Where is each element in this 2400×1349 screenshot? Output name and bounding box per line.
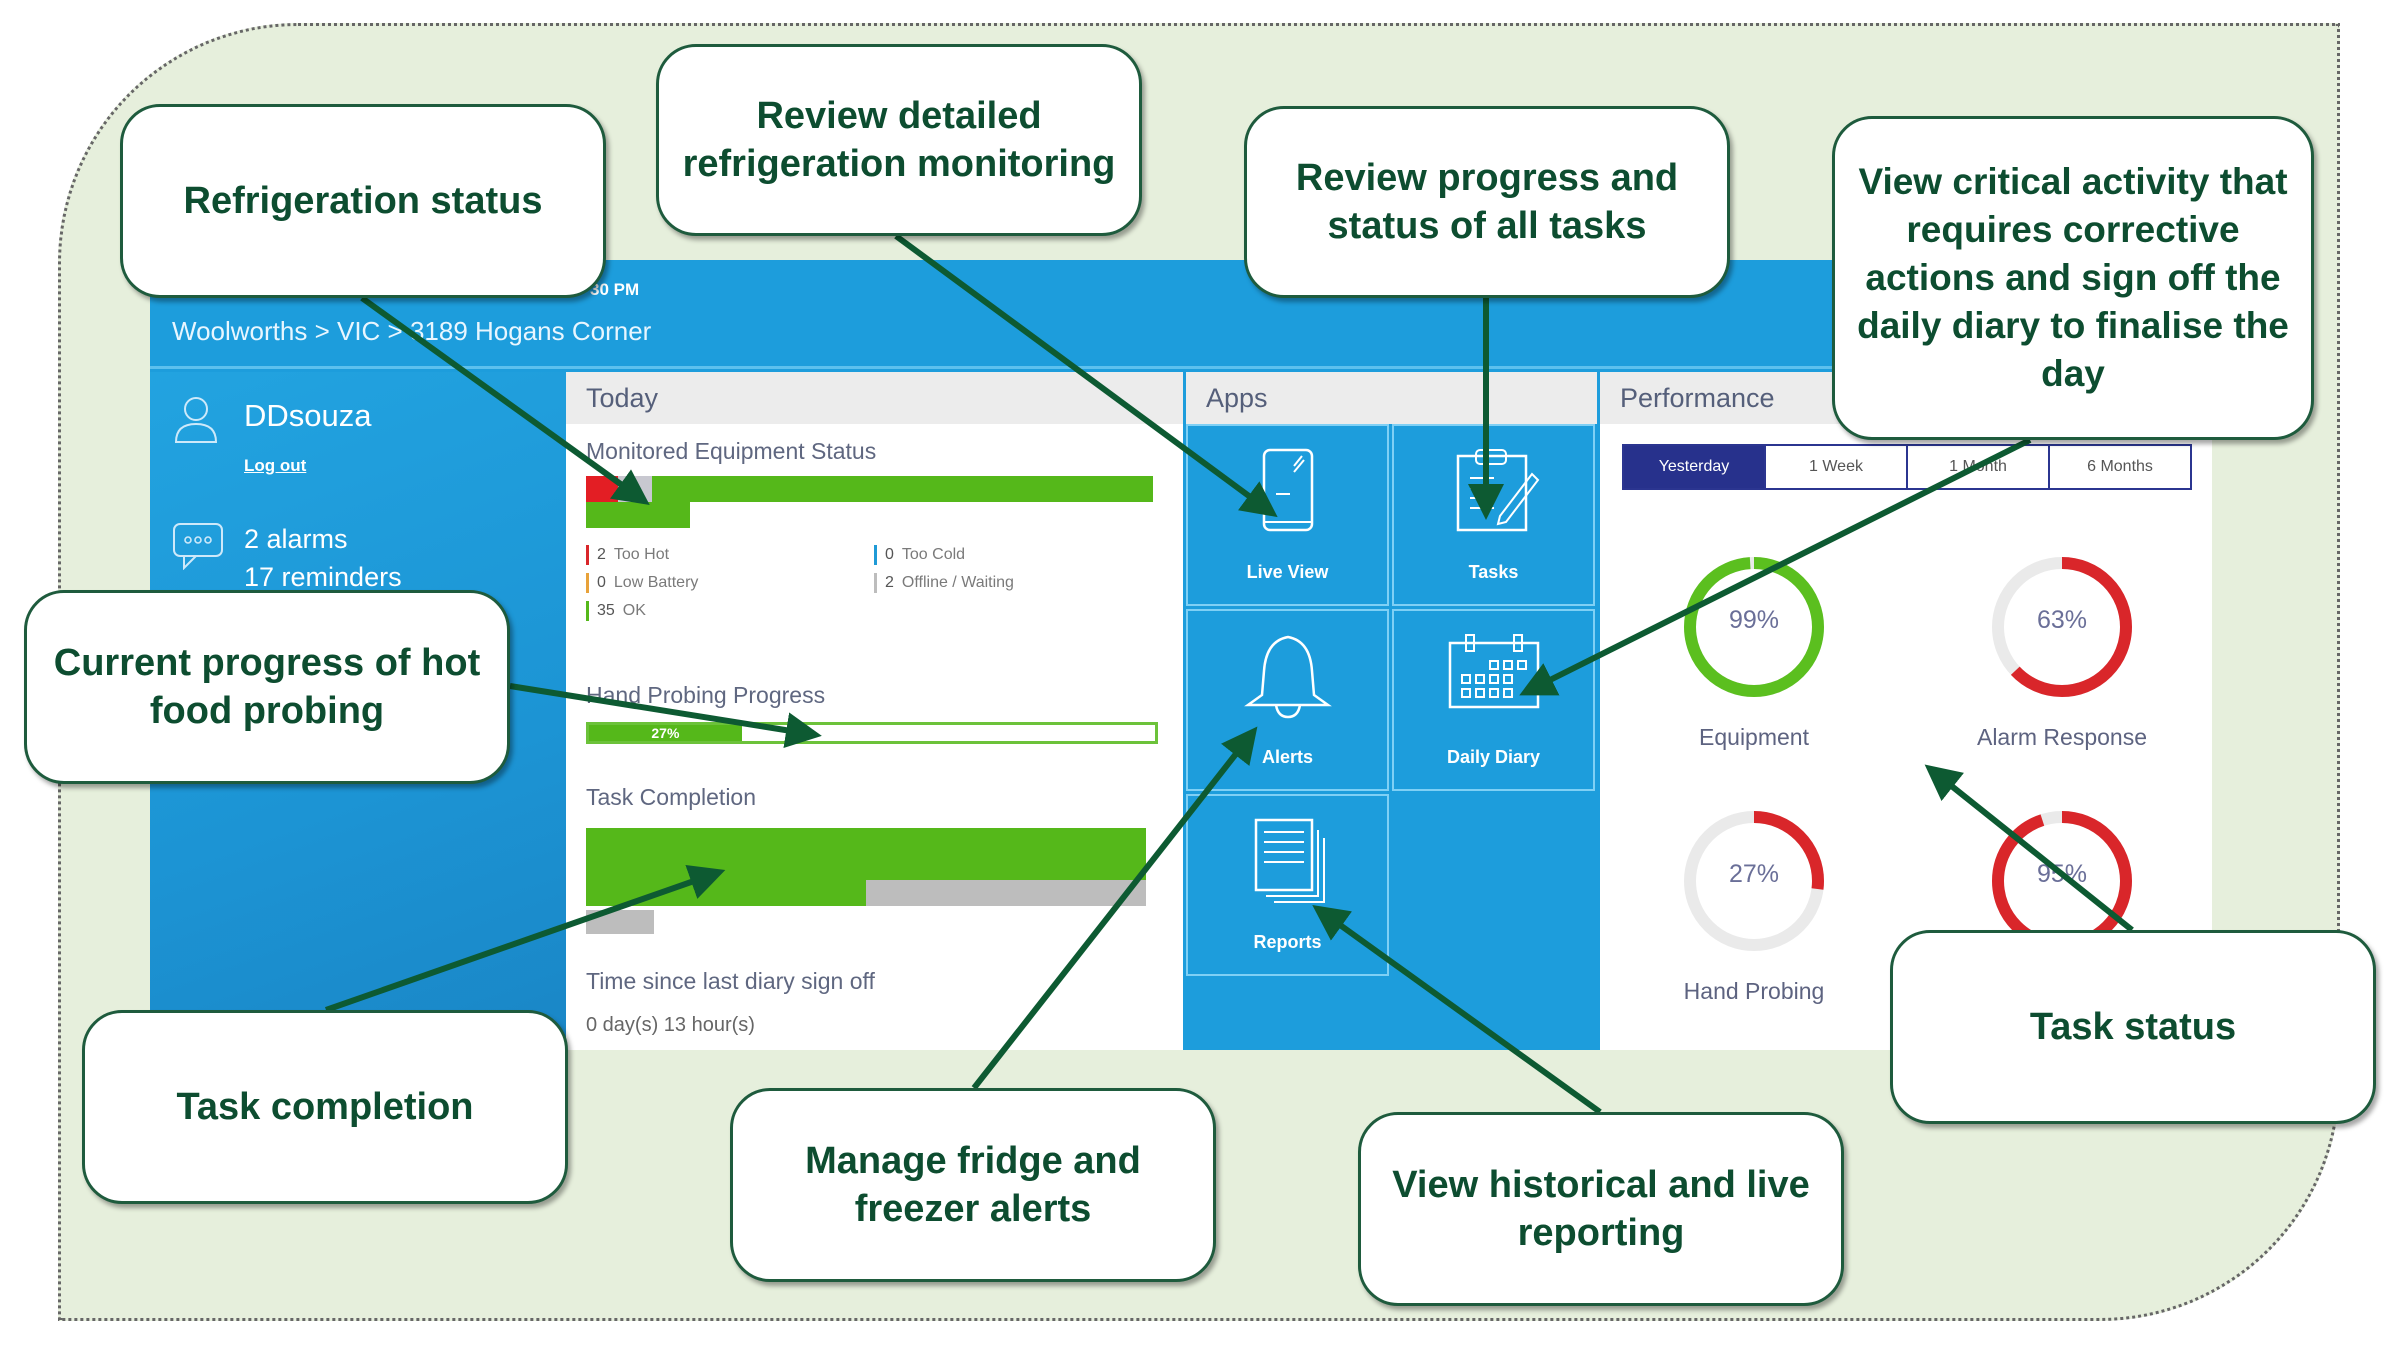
calendar-icon — [1448, 634, 1539, 709]
today-header: Today — [566, 372, 1183, 424]
gauge-value: 99% — [1728, 606, 1780, 634]
reminders-count: 17 reminders — [244, 562, 402, 592]
clipboard-icon — [1456, 449, 1539, 532]
task-completion-bar-total — [586, 828, 1146, 880]
callout-reporting: View historical and live reporting — [1358, 1112, 1844, 1306]
gauge-alarm-response: 63% Alarm Response — [1912, 552, 2212, 751]
callout-task-status: Task status — [1890, 930, 2376, 1124]
notifications[interactable]: 2 alarms 17 reminders — [244, 520, 402, 596]
equipment-status-title: Monitored Equipment Status — [586, 438, 877, 464]
diary-signoff-value: 0 day(s) 13 hour(s) — [586, 1014, 755, 1036]
chat-icon — [173, 523, 223, 570]
header-time: 30 PM — [590, 280, 640, 299]
app-tile-label: Alerts — [1261, 747, 1314, 767]
app-tile-label: Reports — [1253, 932, 1322, 952]
breadcrumb[interactable]: Woolworths > VIC > 3189 Hogans Corner — [172, 316, 652, 346]
app-tile-label: Live View — [1246, 562, 1329, 582]
gauge-label: Alarm Response — [1976, 724, 2148, 750]
app-tile-live-view[interactable]: Live View — [1186, 424, 1389, 606]
phone-icon — [1262, 448, 1313, 532]
gauge-equipment: 99% Equipment — [1604, 552, 1904, 751]
app-tile-reports[interactable]: Reports — [1186, 794, 1389, 976]
app-tile-label: Daily Diary — [1446, 747, 1541, 767]
task-completion-title: Task Completion — [586, 784, 757, 810]
documents-icon — [1254, 818, 1325, 903]
user-icon — [174, 397, 218, 443]
callout-refrigeration-status: Refrigeration status — [120, 104, 606, 298]
task-completion-bar-completed — [586, 880, 866, 906]
bell-icon — [1243, 635, 1332, 719]
gauge-value: 63% — [2036, 606, 2088, 634]
callout-fridge-alerts: Manage fridge and freezer alerts — [730, 1088, 1216, 1282]
gauge-value: 27% — [1728, 860, 1780, 888]
equipment-status-bar — [586, 476, 1153, 502]
gauge-arc — [1992, 557, 2132, 697]
period-tab-6-months[interactable]: 6 Months — [2050, 446, 2190, 488]
period-tab-1-week[interactable]: 1 Week — [1766, 446, 1908, 488]
task-completion-bar-overdue — [586, 910, 654, 934]
hand-probing-progress-fill: 27% — [589, 725, 742, 741]
app-tile-daily-diary[interactable]: Daily Diary — [1392, 609, 1595, 791]
period-selector: Yesterday 1 Week 1 Month 6 Months — [1622, 444, 2192, 490]
equipment-offline-segment — [618, 476, 652, 502]
gauge-hand-probing: 27% Hand Probing — [1604, 806, 1904, 1005]
callout-detailed-refrigeration: Review detailed refrigeration monitoring — [656, 44, 1142, 236]
diary-signoff-title: Time since last diary sign off — [586, 968, 875, 994]
alarms-count: 2 alarms — [244, 524, 348, 554]
hand-probing-title: Hand Probing Progress — [586, 682, 826, 708]
app-tile-tasks[interactable]: Tasks — [1392, 424, 1595, 606]
equipment-too-hot-segment — [586, 476, 618, 502]
username: DDsouza — [244, 398, 372, 433]
period-tab-1-month[interactable]: 1 Month — [1908, 446, 2050, 488]
callout-progress-tasks: Review progress and status of all tasks — [1244, 106, 1730, 298]
app-tile-alerts[interactable]: Alerts — [1186, 609, 1389, 791]
logout-link[interactable]: Log out — [244, 456, 307, 475]
equipment-ok-bar — [586, 502, 690, 528]
gauge-value: 95% — [2036, 860, 2088, 888]
apps-panel: Apps Live View Tasks Alerts Daily Diary … — [1186, 372, 1597, 1050]
gauge-label: Hand Probing — [1683, 978, 1825, 1004]
gauge-label: Equipment — [1699, 724, 1809, 750]
gauge-arc — [1684, 811, 1824, 951]
callout-task-completion: Task completion — [82, 1010, 568, 1204]
apps-header: Apps — [1186, 372, 1597, 424]
callout-critical-activity: View critical activity that requires cor… — [1832, 116, 2314, 440]
hand-probing-progress-track: 27% — [586, 722, 1158, 744]
callout-hot-food-probing: Current progress of hot food probing — [24, 590, 510, 784]
period-tab-yesterday[interactable]: Yesterday — [1624, 446, 1766, 488]
app-tile-label: Tasks — [1468, 562, 1519, 582]
